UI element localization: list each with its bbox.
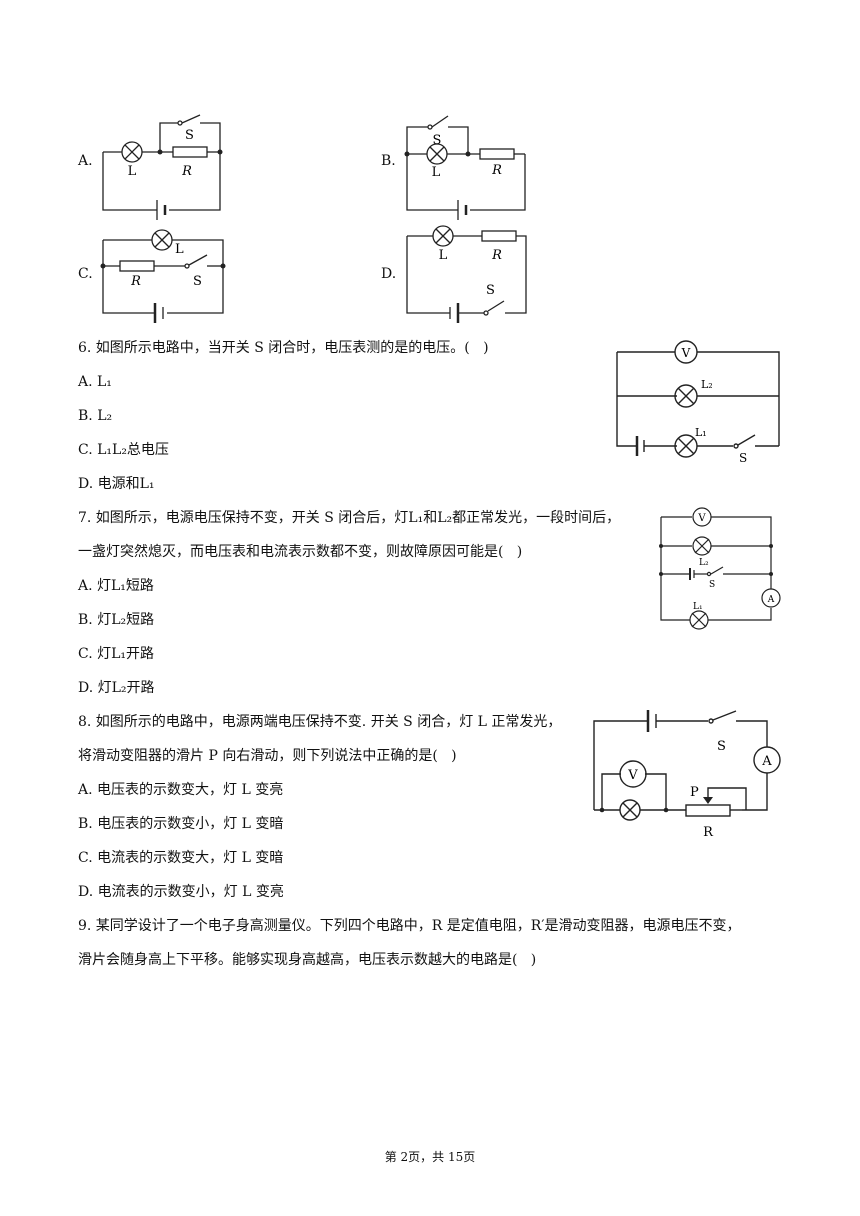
q8-stem-line1: 8. 如图所示的电路中，电源两端电压保持不变. 开关 S 闭合，灯 L 正常发光… — [78, 714, 562, 730]
q7-option-d[interactable]: D. 灯L₂开路 — [78, 680, 155, 696]
q5-option-b-label: B. — [381, 153, 396, 169]
svg-text:S: S — [717, 739, 726, 754]
q6-option-b[interactable]: B. L₂ — [78, 408, 113, 424]
q5-circuit-b: S L R — [404, 115, 526, 220]
svg-text:R: R — [181, 164, 192, 179]
q7-stem-line2: 一盏灯突然熄灭，而电压表和电流表示数都不变，则故障原因可能是( ) — [78, 544, 523, 560]
q8-option-d[interactable]: D. 电流表的示数变小，灯 L 变亮 — [78, 884, 284, 900]
svg-text:S: S — [739, 451, 747, 465]
svg-text:L: L — [439, 248, 448, 263]
q8-option-b[interactable]: B. 电压表的示数变小，灯 L 变暗 — [78, 816, 284, 832]
q6-stem: 6. 如图所示电路中，当开关 S 闭合时，电压表测的是的电压。( ) — [78, 340, 489, 356]
svg-text:L₂: L₂ — [701, 378, 713, 391]
svg-text:R: R — [703, 825, 714, 840]
svg-text:S: S — [709, 580, 715, 590]
q7-circuit-figure: V L₂ S L₁ A — [659, 507, 781, 630]
svg-text:A: A — [761, 754, 772, 769]
svg-text:L: L — [175, 242, 184, 257]
svg-text:L: L — [432, 165, 441, 180]
q7-option-a[interactable]: A. 灯L₁短路 — [78, 578, 154, 594]
svg-text:S: S — [193, 274, 202, 289]
page-footer: 第 2页，共 15页 — [384, 1150, 476, 1164]
q9-stem-line1: 9. 某同学设计了一个电子身高测量仪。下列四个电路中，R 是定值电阻，R′是滑动… — [78, 918, 741, 934]
q5-circuit-c: L R S — [100, 229, 226, 323]
q8-circuit-figure: S A V P R — [593, 710, 781, 840]
q5-option-c-label: C. — [78, 266, 93, 282]
svg-text:S: S — [185, 128, 194, 143]
svg-text:R: R — [491, 248, 502, 263]
q5-option-a-label: A. — [78, 153, 93, 169]
svg-text:S: S — [486, 283, 495, 298]
svg-text:L₁: L₁ — [695, 426, 707, 439]
q6-option-c[interactable]: C. L₁L₂总电压 — [78, 442, 169, 458]
svg-text:L₁: L₁ — [693, 602, 703, 612]
svg-text:L: L — [128, 164, 137, 179]
q6-option-d[interactable]: D. 电源和L₁ — [78, 476, 155, 492]
svg-text:R: R — [130, 274, 141, 289]
q5-circuit-d: L R S — [406, 225, 527, 323]
svg-text:R: R — [491, 163, 502, 178]
svg-text:V: V — [627, 768, 638, 783]
q7-stem-line1: 7. 如图所示，电源电压保持不变，开关 S 闭合后，灯L₁和L₂都正常发光，一段… — [78, 510, 621, 526]
q6-option-a[interactable]: A. L₁ — [78, 374, 112, 390]
q8-option-c[interactable]: C. 电流表的示数变大，灯 L 变暗 — [78, 850, 284, 866]
q8-stem-line2: 将滑动变阻器的滑片 P 向右滑动，则下列说法中正确的是( ) — [78, 748, 457, 764]
q9-stem-line2: 滑片会随身高上下平移。能够实现身高越高，电压表示数越大的电路是( ) — [78, 952, 537, 968]
q7-option-b[interactable]: B. 灯L₂短路 — [78, 612, 155, 628]
svg-text:L₂: L₂ — [699, 558, 709, 568]
svg-text:S: S — [433, 133, 442, 148]
svg-text:V: V — [697, 513, 706, 524]
svg-text:V: V — [681, 346, 691, 360]
svg-text:P: P — [690, 785, 699, 800]
q6-circuit-figure: V L₂ L₁ S — [616, 340, 780, 465]
q5-option-d-label: D. — [381, 266, 397, 282]
q5-circuit-a: L R S — [102, 114, 223, 220]
svg-text:A: A — [767, 595, 775, 605]
q7-option-c[interactable]: C. 灯L₁开路 — [78, 646, 155, 662]
q8-option-a[interactable]: A. 电压表的示数变大，灯 L 变亮 — [78, 782, 284, 798]
